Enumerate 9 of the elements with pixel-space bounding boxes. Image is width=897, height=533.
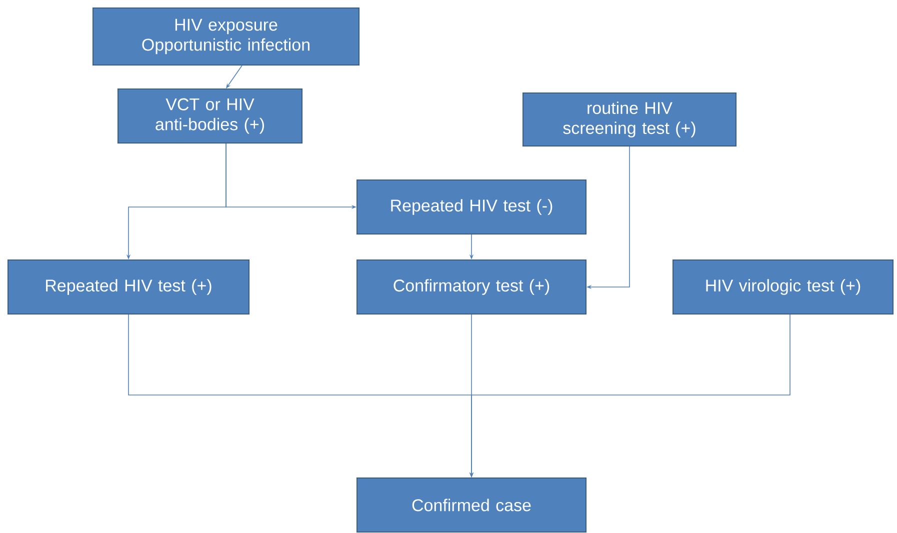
process-box: Confirmatory test (+) xyxy=(356,260,586,314)
process-box: Repeated HIV test (-) xyxy=(356,180,586,234)
process-box: VCT or HIV anti-bodies (+) xyxy=(118,88,302,144)
process-box: HIV virologic test (+) xyxy=(672,260,894,314)
process-box: Repeated HIV test (+) xyxy=(8,260,250,314)
arrow xyxy=(226,65,242,88)
process-box: routine HIV screening test (+) xyxy=(522,92,736,146)
process-box: Confirmed case xyxy=(356,478,586,532)
process-box: HIV exposure Opportunistic infection xyxy=(92,8,360,66)
